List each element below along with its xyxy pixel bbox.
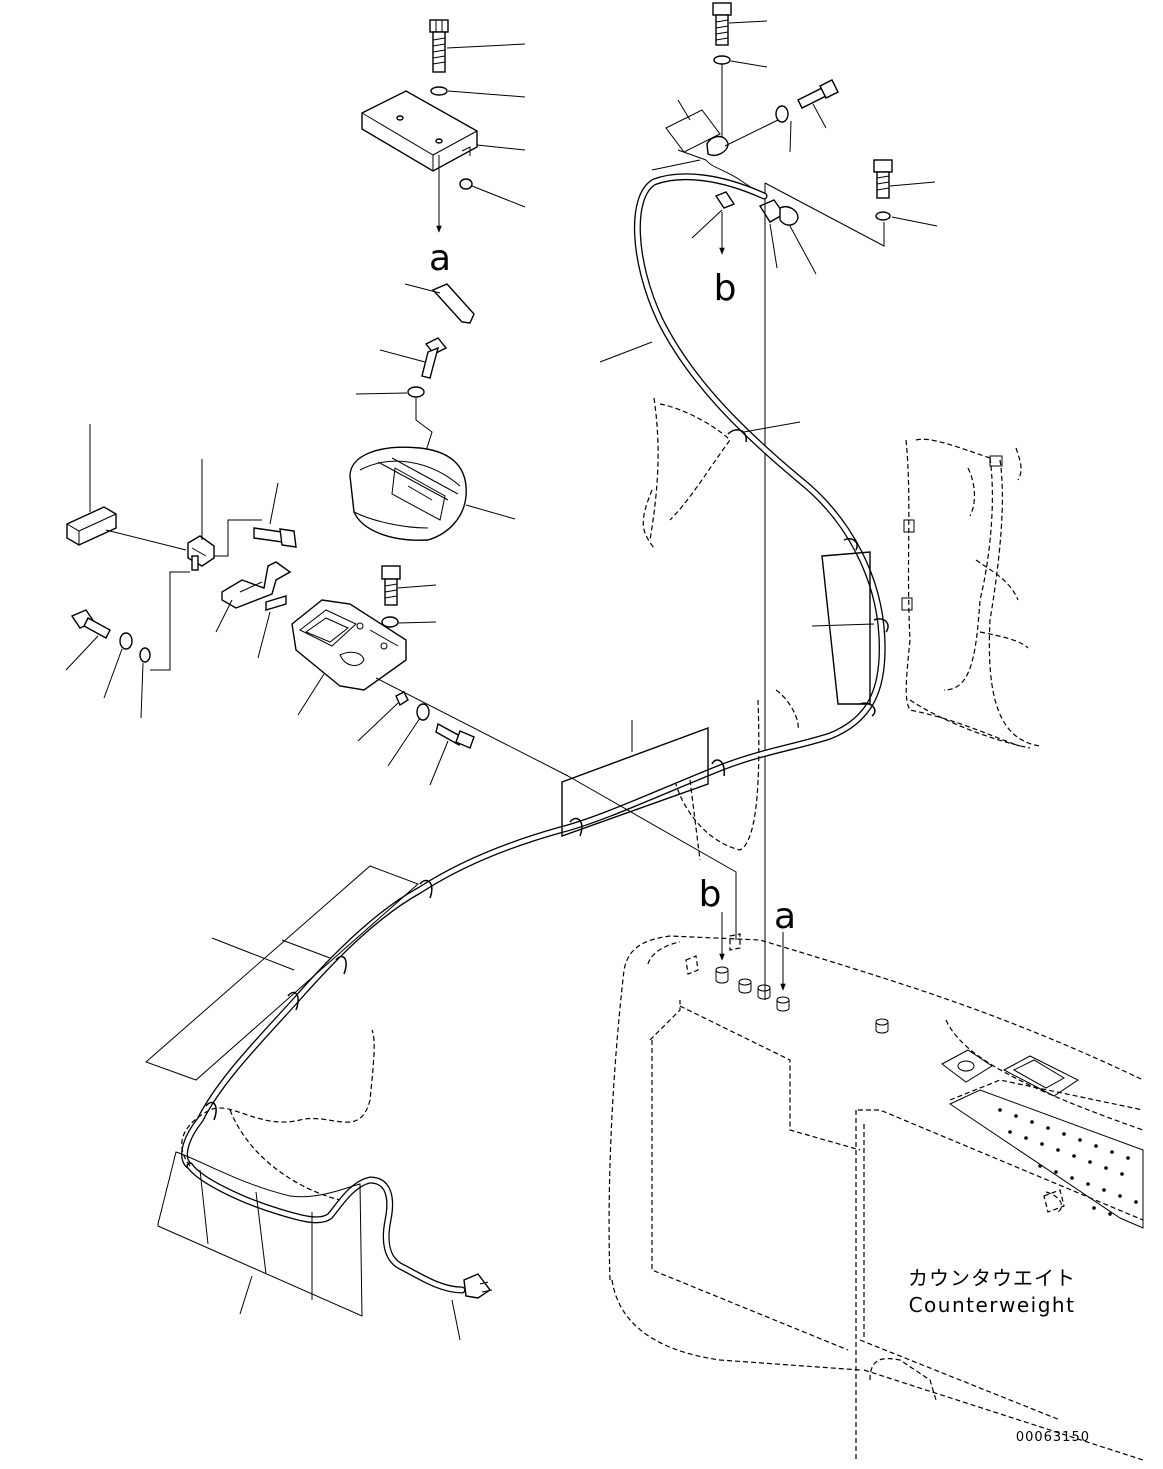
nut-top-center — [459, 178, 473, 190]
harness-clamp-6 — [569, 817, 583, 837]
harness-clamp-8 — [335, 955, 347, 975]
arrow-label-a-top: a — [429, 238, 451, 279]
washer-left — [119, 632, 133, 650]
bolt-top-center — [429, 19, 449, 73]
bolt-light — [421, 337, 448, 379]
washer-top-center — [430, 86, 448, 96]
harness-clamp-9 — [287, 991, 299, 1011]
arrow-group-lower: b a — [699, 874, 796, 991]
switch-bracket — [221, 561, 292, 609]
bolt-far-right — [873, 159, 893, 199]
counterweight-boss-1 — [715, 966, 729, 984]
connector-group: b — [651, 2, 938, 1000]
counterweight — [608, 933, 1144, 1461]
sleeve-left-long — [145, 865, 419, 1081]
counterweight-pad-2 — [1002, 1055, 1079, 1097]
washer-base-2 — [416, 703, 430, 721]
bolt-left — [70, 609, 111, 639]
counterweight-label-english: Counterweight — [909, 1293, 1076, 1317]
work-light-housing — [349, 446, 467, 541]
light-base-bracket — [291, 599, 407, 691]
counterweight-boss-3 — [757, 984, 771, 1000]
bolt-base — [381, 565, 401, 606]
bolt-base-2 — [435, 722, 475, 749]
washer-base — [381, 616, 399, 628]
switch-body — [187, 535, 215, 571]
washer-right — [775, 105, 789, 123]
counterweight-label-japanese: カウンタウエイト — [908, 1266, 1076, 1290]
bolt-top-right — [712, 2, 732, 46]
harness-clamp-5 — [711, 759, 725, 777]
end-connector — [463, 1273, 492, 1299]
washer-top-right — [713, 55, 731, 65]
harness-clamp-2 — [843, 538, 858, 551]
harness-bundle-lower — [181, 1029, 493, 1341]
arrow-label-b-bottom: b — [699, 874, 722, 915]
counterweight-boss-5 — [875, 1018, 889, 1034]
bolt-right — [797, 79, 839, 109]
harness-clamp-1 — [727, 429, 747, 443]
switch-group — [65, 424, 297, 719]
background-harness-right — [901, 438, 1041, 749]
wire-connector-pair — [714, 191, 799, 226]
background-harness-center — [642, 397, 799, 861]
work-light-group — [291, 283, 569, 786]
switch-plate — [265, 595, 287, 611]
washer-light — [407, 386, 425, 398]
drawing-number: 00063150 — [1016, 1430, 1090, 1445]
harness-clamp-3 — [873, 618, 889, 633]
sleeve-bottom-left — [157, 1151, 363, 1317]
box-cover — [361, 90, 478, 172]
light-shim — [431, 283, 475, 324]
washer-far-right — [875, 211, 891, 221]
lockwasher-left — [139, 647, 151, 663]
main-harness — [181, 173, 889, 1170]
counterweight-boss-2 — [738, 978, 752, 994]
switch-cap — [66, 506, 117, 546]
nut-base — [395, 691, 409, 707]
bolt-switch — [253, 527, 297, 548]
counterweight-boss-4 — [776, 996, 790, 1012]
cover-bracket-group: a — [361, 19, 526, 279]
counterweight-plate — [948, 1089, 1144, 1229]
counterweight-pad-1 — [941, 1049, 993, 1083]
arrow-label-a-bottom: a — [774, 896, 796, 937]
sleeve-right — [821, 551, 871, 705]
harness-clamp-10 — [205, 1101, 217, 1121]
arrow-label-b-top: b — [714, 268, 737, 309]
sleeve-center — [561, 720, 709, 837]
harness-clamp-7 — [419, 879, 433, 899]
